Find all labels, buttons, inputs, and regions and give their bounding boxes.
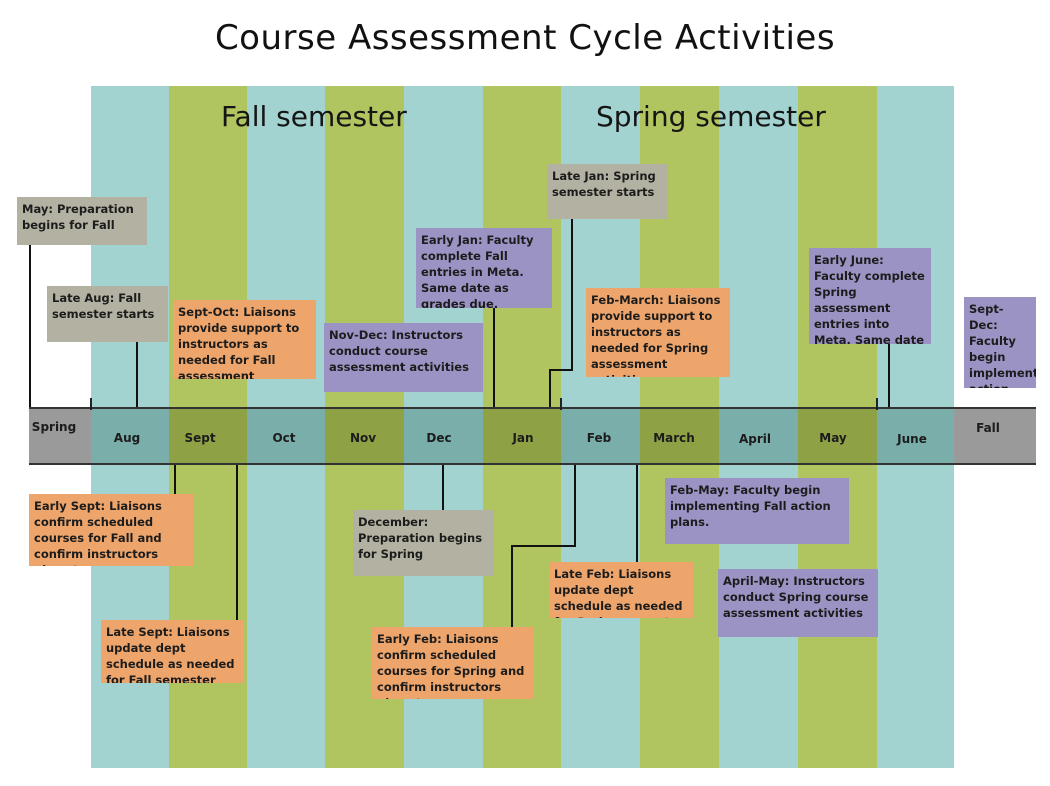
connector-late-jan-h bbox=[549, 369, 573, 371]
connector-early-sept bbox=[174, 465, 176, 500]
month-label-june: June bbox=[897, 432, 927, 446]
event-may-preparation: May: Preparation begins for Fall bbox=[17, 197, 147, 245]
event-feb-march-support: Feb-March: Liaisons provide support to i… bbox=[586, 288, 730, 377]
connector-late-jan-v2 bbox=[549, 369, 551, 407]
band-oct bbox=[247, 407, 325, 465]
connector-early-feb-v1 bbox=[574, 465, 576, 547]
band-june bbox=[877, 407, 954, 465]
band-jan bbox=[483, 407, 561, 465]
band-spring bbox=[29, 407, 91, 465]
connector-late-sept bbox=[236, 465, 238, 620]
tick-june-end bbox=[876, 398, 878, 410]
band-march bbox=[640, 407, 719, 465]
month-label-may: May bbox=[819, 431, 847, 445]
event-late-feb-update: Late Feb: Liaisons update dept schedule … bbox=[549, 562, 693, 618]
month-label-feb: Feb bbox=[586, 431, 612, 445]
event-feb-may-implement: Feb-May: Faculty begin implementing Fall… bbox=[665, 478, 849, 544]
band-dec bbox=[404, 407, 483, 465]
connector-early-feb-v2 bbox=[511, 545, 513, 627]
event-sept-dec-implement: Sept-Dec: Faculty begin implementing act… bbox=[964, 297, 1036, 388]
event-sept-oct-support: Sept-Oct: Liaisons provide support to in… bbox=[173, 300, 316, 379]
connector-late-feb bbox=[636, 465, 638, 562]
month-label-march: March bbox=[653, 431, 695, 445]
month-label-spring: Spring bbox=[31, 420, 77, 434]
connector-early-feb-h bbox=[511, 545, 576, 547]
event-nov-dec-conduct: Nov-Dec: Instructors conduct course asse… bbox=[324, 323, 483, 392]
fall-semester-label: Fall semester bbox=[221, 100, 407, 133]
connector-late-jan-v1 bbox=[571, 219, 573, 371]
event-early-sept-confirm: Early Sept: Liaisons confirm scheduled c… bbox=[29, 494, 193, 566]
event-early-june-entries: Early June: Faculty complete Spring asse… bbox=[809, 248, 931, 344]
month-label-fall: Fall bbox=[976, 421, 1000, 435]
diagram-title: Course Assessment Cycle Activities bbox=[214, 18, 836, 58]
spring-semester-label: Spring semester bbox=[596, 100, 826, 133]
band-aug bbox=[91, 407, 169, 465]
event-late-jan-start: Late Jan: Spring semester starts bbox=[547, 164, 668, 219]
band-sept bbox=[169, 407, 247, 465]
month-label-dec: Dec bbox=[426, 431, 452, 445]
band-feb bbox=[561, 407, 640, 465]
connector-early-jan bbox=[493, 308, 495, 407]
tick-jan-feb bbox=[560, 398, 562, 410]
event-late-aug-start: Late Aug: Fall semester starts bbox=[47, 286, 168, 342]
month-label-sept: Sept bbox=[184, 431, 216, 445]
connector-may-prep bbox=[29, 245, 31, 407]
month-label-april: April bbox=[738, 432, 772, 446]
month-label-aug: Aug bbox=[113, 431, 141, 445]
event-april-may-conduct: April-May: Instructors conduct Spring co… bbox=[718, 569, 878, 637]
connector-late-aug bbox=[136, 342, 138, 407]
tick-aug-start bbox=[90, 398, 92, 410]
month-label-oct: Oct bbox=[272, 431, 296, 445]
connector-early-june bbox=[888, 344, 890, 407]
band-nov bbox=[325, 407, 404, 465]
event-december-prep: December: Preparation begins for Spring bbox=[353, 510, 494, 576]
month-label-nov: Nov bbox=[349, 431, 377, 445]
event-early-feb-confirm: Early Feb: Liaisons confirm scheduled co… bbox=[372, 627, 534, 699]
band-fall bbox=[954, 407, 1036, 465]
band-may bbox=[798, 407, 877, 465]
connector-december bbox=[442, 465, 444, 510]
event-late-sept-update: Late Sept: Liaisons update dept schedule… bbox=[101, 620, 244, 683]
event-early-jan-entries: Early Jan: Faculty complete Fall entries… bbox=[416, 228, 552, 308]
band-april bbox=[719, 407, 798, 465]
month-label-jan: Jan bbox=[512, 431, 534, 445]
